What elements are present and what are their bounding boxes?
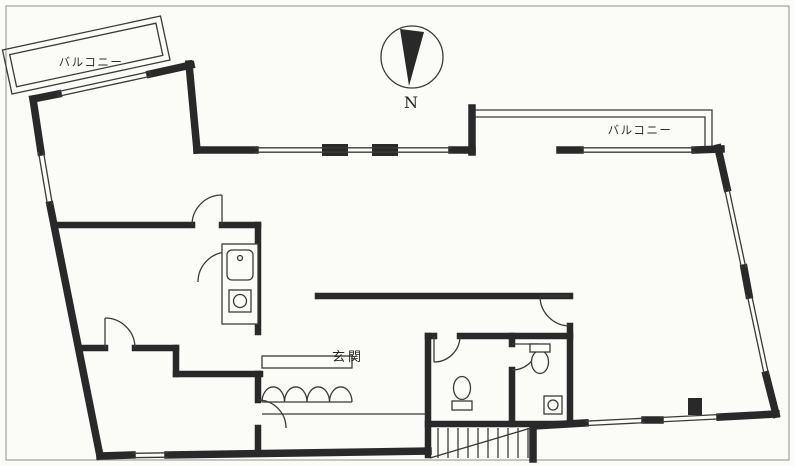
wash-basin-icon (543, 395, 563, 415)
door-arc-icon (539, 295, 571, 327)
pillars (322, 144, 702, 415)
entrance-label: 玄関 (332, 350, 364, 365)
compass: N (380, 25, 444, 112)
stair-break-line (429, 427, 532, 459)
faucet-icon (236, 254, 244, 262)
burner-icon (232, 293, 248, 309)
toilet-tank (529, 343, 551, 353)
sanitary-fixtures (451, 343, 563, 415)
balcony-left-label: バルコニー (59, 55, 124, 69)
balcony-outer-rail (1, 15, 171, 95)
door-swings (104, 194, 571, 429)
door-arc-icon (191, 194, 223, 226)
pillar (688, 398, 702, 415)
door-arc-icon (433, 335, 461, 363)
room-labels: バルコニー バルコニー 玄関 (59, 55, 673, 365)
basin-bowl (547, 399, 559, 411)
kitchen-sink-icon (226, 249, 254, 281)
toilet-icon (530, 349, 550, 375)
balcony-right (472, 109, 713, 150)
balcony-top-left (1, 15, 171, 95)
balcony-inner-rail (8, 22, 164, 88)
closet-shelf (261, 355, 353, 369)
page-border (5, 5, 790, 461)
compass-north-label: N (404, 93, 418, 112)
stove-icon (228, 289, 252, 313)
kitchen-unit (221, 243, 259, 325)
toilet-icon (452, 375, 472, 401)
north-arrow-icon (400, 29, 424, 86)
pillar (322, 144, 348, 156)
balcony-outer-rail (472, 109, 713, 150)
kitchen-counter (221, 243, 259, 325)
windows (37, 70, 770, 459)
compass-circle (380, 25, 444, 89)
pillar (372, 144, 398, 156)
folding-door-icon (261, 386, 353, 403)
staircase-icon (429, 427, 532, 459)
toilet-tank (451, 400, 473, 411)
door-arc-icon (104, 317, 136, 349)
entrance-closet (261, 355, 426, 415)
balcony-right-label: バルコニー (608, 123, 673, 137)
balcony-inner-rail (472, 116, 706, 150)
